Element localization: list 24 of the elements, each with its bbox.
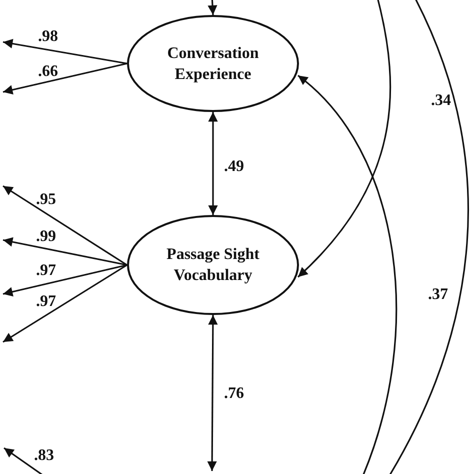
arrow <box>2 185 128 266</box>
edge-label: .97 <box>36 293 56 311</box>
edge-label: .76 <box>224 385 244 403</box>
curved-arrow <box>297 74 397 474</box>
arrow <box>2 237 128 266</box>
coefficient-label: .83 <box>34 447 54 465</box>
edge-label: .37 <box>428 286 448 304</box>
coefficient-label: .34 <box>431 92 451 110</box>
arrow <box>2 264 128 343</box>
edge-label: .95 <box>36 191 56 209</box>
edge-label: .99 <box>36 228 56 246</box>
curved-arrow <box>297 0 392 278</box>
edge-label: .66 <box>38 63 58 81</box>
arrow <box>2 264 128 296</box>
variable-name: Passage Sight Vocabulary <box>166 245 260 286</box>
arrow <box>208 112 218 215</box>
arrow <box>207 315 218 471</box>
arrow <box>2 62 128 95</box>
edge-label: .97 <box>36 262 56 280</box>
edge-label: .98 <box>38 28 58 46</box>
edge-label: .49 <box>224 158 244 176</box>
arrow <box>2 38 128 64</box>
arrow <box>208 0 218 16</box>
variable-name: Conversation Experience <box>166 44 260 84</box>
